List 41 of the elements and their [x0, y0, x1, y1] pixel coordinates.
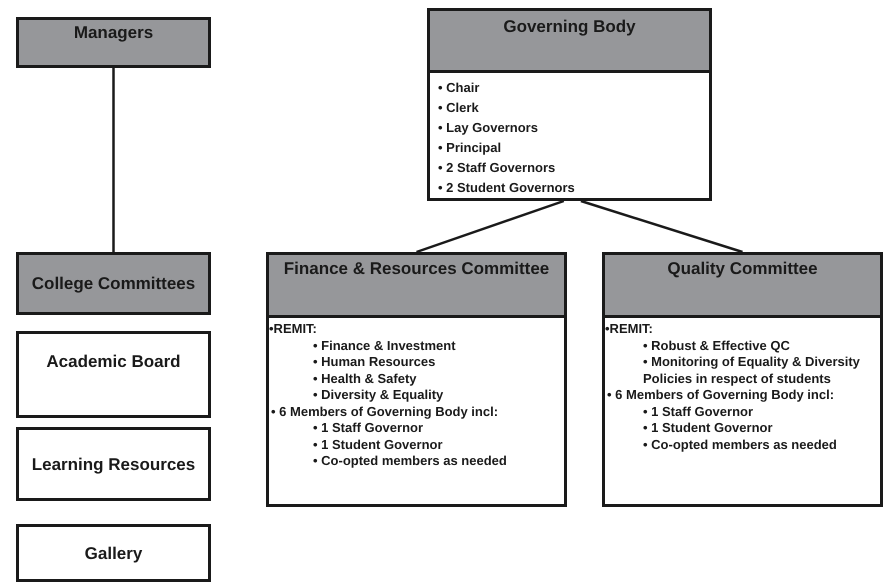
box-title: Managers: [74, 22, 154, 43]
list-item: • Robust & Effective QC: [642, 338, 791, 354]
committee-card: [266, 252, 567, 507]
connector-line: [416, 200, 564, 254]
list-item: • Chair: [437, 79, 480, 97]
list-item: • 1 Staff Governor: [312, 420, 424, 436]
list-item: •REMIT:: [269, 321, 318, 338]
committee-card: [427, 8, 712, 201]
header-box: [16, 17, 211, 68]
list-item: • 1 Staff Governor: [642, 404, 754, 420]
list-item: • 2 Student Governors: [437, 179, 576, 197]
committee-box: [16, 331, 211, 418]
list-item: • 6 Members of Governing Body incl:: [606, 387, 836, 404]
list-item: • Clerk: [437, 99, 480, 117]
box-title: College Committees: [32, 273, 196, 294]
list-item: • Finance & Investment: [312, 338, 457, 354]
committee-card: [602, 252, 883, 507]
header-title: Quality Committee: [666, 259, 819, 279]
header-title: Finance & Resources Committee: [282, 259, 550, 279]
list-item: • Principal: [437, 139, 502, 157]
header-title: Governing Body: [502, 17, 637, 37]
list-item: • Diversity & Equality: [312, 387, 444, 404]
list-item: •REMIT:: [605, 321, 654, 338]
connector-line: [112, 68, 115, 252]
list-item: • Co-opted members as needed: [642, 436, 838, 453]
header-box: [16, 252, 211, 315]
list-item: • Human Resources: [312, 354, 436, 370]
list-item: • Lay Governors: [437, 119, 539, 137]
connector-line: [580, 200, 743, 254]
box-title: Gallery: [84, 542, 142, 564]
committee-box: [16, 524, 211, 582]
box-title: Academic Board: [46, 351, 181, 372]
list-item: • 1 Student Governor: [642, 420, 774, 436]
list-item: • Monitoring of Equality & Diversity Policies in respect of students: [642, 354, 861, 387]
list-item: • 6 Members of Governing Body incl:: [270, 404, 500, 420]
list-item: • Co-opted members as needed: [312, 453, 508, 470]
box-title: Learning Resources: [32, 454, 196, 474]
list-item: • 1 Student Governor: [312, 436, 444, 453]
committee-box: [16, 427, 211, 501]
list-item: • Health & Safety: [312, 370, 418, 387]
list-item: • 2 Staff Governors: [437, 159, 556, 177]
